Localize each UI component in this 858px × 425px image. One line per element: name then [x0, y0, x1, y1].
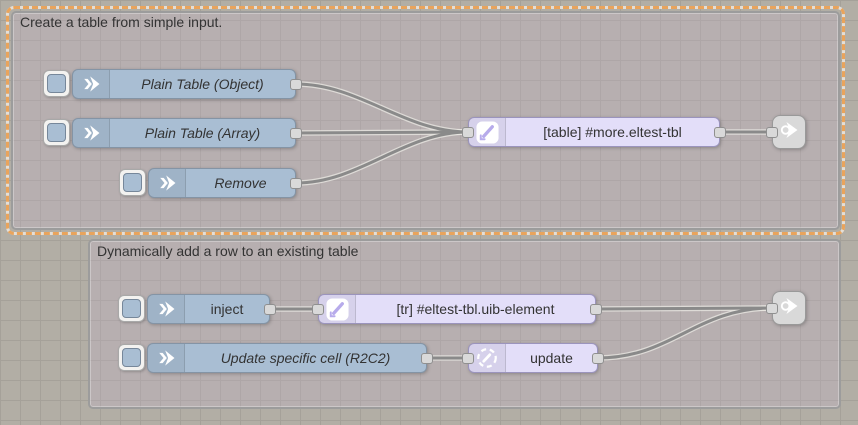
node-label: Plain Table (Array) — [144, 125, 261, 141]
output-port[interactable] — [290, 177, 302, 189]
input-port[interactable] — [766, 126, 778, 138]
inject-button-face — [122, 348, 141, 367]
link-out-icon — [778, 295, 800, 322]
group-add-row-label: Dynamically add a row to an existing tab… — [97, 243, 359, 259]
node-plain-table-object[interactable]: Plain Table (Object) — [72, 69, 302, 99]
inject-button[interactable] — [43, 119, 70, 146]
pencil-square-icon — [319, 295, 356, 323]
node-table-element[interactable]: [table] #more.eltest-tbl — [462, 117, 726, 147]
node-plain-table-array[interactable]: Plain Table (Array) — [72, 118, 302, 148]
inject-arrow-icon — [73, 70, 110, 98]
link-out-icon — [778, 119, 800, 146]
inject-arrow-icon — [148, 295, 185, 323]
input-port[interactable] — [462, 126, 474, 138]
node-link-out-2[interactable] — [766, 291, 806, 325]
output-port[interactable] — [714, 126, 726, 138]
node-label: update — [530, 350, 573, 366]
node-label: [table] #more.eltest-tbl — [543, 124, 682, 140]
node-link-out-1[interactable] — [766, 115, 806, 149]
inject-button[interactable] — [43, 70, 70, 97]
node-label: Remove — [214, 175, 267, 191]
inject-arrow-icon — [149, 169, 186, 197]
group-create-table-label: Create a table from simple input. — [20, 14, 223, 30]
node-label: inject — [210, 301, 244, 317]
inject-button-face — [123, 173, 142, 192]
node-label: Plain Table (Object) — [141, 76, 264, 92]
group-add-row[interactable] — [88, 239, 841, 409]
input-port[interactable] — [462, 352, 474, 364]
input-port[interactable] — [766, 302, 778, 314]
output-port[interactable] — [290, 127, 302, 139]
inject-button-face — [47, 123, 66, 142]
group-selection-outline — [6, 6, 845, 235]
inject-arrow-icon — [148, 344, 185, 372]
output-port[interactable] — [290, 78, 302, 90]
output-port[interactable] — [264, 303, 276, 315]
update-circle-pencil-icon — [469, 344, 506, 372]
node-update[interactable]: update — [462, 343, 604, 373]
inject-button-face — [47, 74, 66, 93]
output-port[interactable] — [421, 352, 433, 364]
input-port[interactable] — [312, 303, 324, 315]
pencil-square-icon — [469, 118, 506, 146]
inject-arrow-icon — [73, 119, 110, 147]
inject-button[interactable] — [118, 344, 145, 371]
inject-button[interactable] — [118, 295, 145, 322]
node-remove[interactable]: Remove — [148, 168, 302, 198]
node-update-specific-cell[interactable]: Update specific cell (R2C2) — [147, 343, 433, 373]
output-port[interactable] — [592, 352, 604, 364]
node-label: Update specific cell (R2C2) — [220, 350, 391, 366]
node-label: [tr] #eltest-tbl.uib-element — [396, 301, 555, 317]
node-tr-element[interactable]: [tr] #eltest-tbl.uib-element — [312, 294, 602, 324]
inject-button[interactable] — [119, 169, 146, 196]
inject-button-face — [122, 299, 141, 318]
node-inject[interactable]: inject — [147, 294, 276, 324]
output-port[interactable] — [590, 303, 602, 315]
